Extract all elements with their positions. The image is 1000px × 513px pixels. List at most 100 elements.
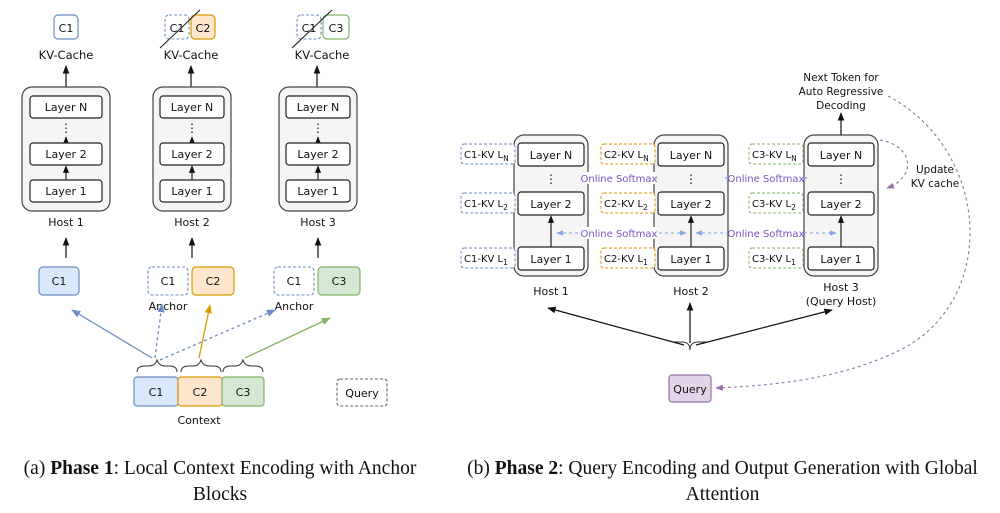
host-label: Host 1 — [533, 285, 569, 298]
phase1-host-3: C1 C3 KV-Cache Layer N ⋮ Layer 2 Layer 1… — [273, 9, 361, 313]
layer-1-label: Layer 1 — [670, 253, 711, 266]
layer-2-box — [807, 191, 875, 216]
layer-1-box — [657, 246, 725, 271]
layer-n-box — [807, 142, 875, 167]
anchor-chunk-c1 — [273, 266, 315, 296]
kv-block-label: C3-KV L2 — [752, 199, 796, 212]
input-chunk-label: C3 — [332, 275, 347, 288]
layer-n-box — [29, 95, 103, 119]
caption-prefix: (b) — [467, 458, 495, 479]
cache-chunk-c2 — [190, 14, 216, 40]
layer-2-label: Layer 2 — [820, 198, 861, 211]
phase2-host-2: Layer N ⋮ Layer 2 Layer 1 Host 2 C2-KV L… — [600, 134, 729, 298]
c2-to-host2-arrow — [198, 304, 212, 359]
update-kv-label-line1: Update — [916, 164, 954, 176]
softmax-label-bg — [582, 172, 656, 184]
layer-n-label: Layer N — [670, 149, 712, 162]
discard-strike — [291, 9, 333, 49]
kv-block-l1 — [600, 247, 656, 269]
phase1-host-1: C1 KV-Cache Layer N ⋮ Layer 2 Layer 1 Ho… — [21, 14, 111, 296]
cache-chunk-label: C1 — [170, 22, 185, 35]
input-chunk-label: C1 — [52, 275, 67, 288]
phase1-host-2: C1 C2 KV-Cache Layer N ⋮ Layer 2 Layer 1… — [147, 9, 235, 313]
kv-cache-label: KV-Cache — [39, 48, 94, 62]
query-host-label: (Query Host) — [806, 295, 877, 308]
cache-chunk-label: C2 — [196, 22, 211, 35]
layer-n-label: Layer N — [820, 149, 862, 162]
layer-1-label: Layer 1 — [171, 185, 212, 198]
next-token-feedback-arrow — [715, 95, 971, 391]
context-label: Context — [177, 414, 221, 427]
context-brace — [180, 358, 222, 373]
context-chunk-label: C2 — [193, 386, 208, 399]
layer-2-label: Layer 2 — [171, 148, 212, 161]
kv-cache-label: KV-Cache — [164, 48, 219, 62]
query-box — [336, 378, 388, 407]
host-label: Host 3 — [300, 216, 336, 229]
softmax-label: Online Softmax — [728, 174, 805, 185]
phase1-caption: (a) Phase 1: Local Context Encoding with… — [10, 456, 430, 508]
c1-anchor-to-host3-arrow — [159, 309, 276, 361]
query-label: Query — [673, 383, 707, 396]
kv-cache-label: KV-Cache — [295, 48, 350, 62]
layer-n-box — [159, 95, 225, 119]
layer-ellipsis: ⋮ — [685, 172, 697, 186]
kv-block-label: C2-KV L2 — [604, 199, 648, 212]
update-kv-label-line2: KV cache — [911, 178, 960, 190]
caption-bold: Phase 1 — [50, 458, 114, 479]
layer-n-box — [517, 142, 585, 167]
kv-block-l2 — [460, 192, 516, 214]
layer-n-label: Layer N — [171, 101, 213, 114]
layer-2-box — [657, 191, 725, 216]
layer-n-label: Layer N — [530, 149, 572, 162]
input-chunk-label: C2 — [206, 275, 221, 288]
next-token-label-line2: Auto Regressive — [799, 86, 884, 98]
query-to-host1-arrow — [547, 306, 685, 346]
kv-block-label: C3-KV LN — [752, 150, 797, 163]
query-brace — [689, 341, 706, 351]
cache-chunk-label: C3 — [329, 22, 344, 35]
layer-ellipsis: ⋮ — [60, 121, 72, 135]
input-chunk-c1 — [38, 266, 80, 296]
c3-to-host3-arrow — [244, 317, 331, 359]
phase2-host-3: Layer N ⋮ Layer 2 Layer 1 Host 3 (Query … — [748, 72, 960, 308]
cache-chunk-label: C1 — [302, 22, 317, 35]
phase2-panel: Layer N ⋮ Layer 2 Layer 1 Host 1 C1-KV L… — [460, 72, 971, 403]
anchor-chunk-label: C1 — [287, 275, 302, 288]
layer-2-label: Layer 2 — [297, 148, 338, 161]
cache-chunk-c1-anchor — [164, 14, 190, 40]
cache-chunk-c1-anchor — [296, 14, 322, 40]
query-box — [668, 374, 712, 403]
c1-to-host1-arrow — [71, 309, 153, 359]
kv-block-label: C1-KV LN — [464, 150, 509, 163]
host-label: Host 2 — [673, 285, 709, 298]
softmax-label: Online Softmax — [728, 229, 805, 240]
layer-1-label: Layer 1 — [45, 185, 86, 198]
kv-block-ln — [748, 143, 804, 165]
kv-block-ln — [600, 143, 656, 165]
kv-block-l1 — [748, 247, 804, 269]
softmax-label-bg — [582, 227, 656, 239]
next-token-label-line3: Decoding — [816, 100, 866, 112]
discard-strike — [159, 9, 201, 49]
layer-n-box — [285, 95, 351, 119]
kv-block-label: C1-KV L1 — [464, 254, 508, 267]
layer-2-label: Layer 2 — [670, 198, 711, 211]
phase1-panel: C1 KV-Cache Layer N ⋮ Layer 2 Layer 1 Ho… — [21, 9, 388, 427]
layer-n-label: Layer N — [45, 101, 87, 114]
context-chunk-label: C3 — [236, 386, 251, 399]
update-kv-arrow — [879, 139, 909, 189]
context-brace — [136, 358, 178, 373]
layer-1-box — [517, 246, 585, 271]
layer-2-label: Layer 2 — [45, 148, 86, 161]
anchor-chunk-label: C1 — [161, 275, 176, 288]
layer-1-label: Layer 1 — [297, 185, 338, 198]
kv-block-label: C2-KV L1 — [604, 254, 648, 267]
query-label: Query — [345, 387, 379, 400]
caption-bold: Phase 2 — [494, 458, 559, 479]
host-label: Host 3 — [823, 281, 859, 294]
caption-prefix: (a) — [23, 458, 51, 479]
phase2-host-1: Layer N ⋮ Layer 2 Layer 1 Host 1 C1-KV L… — [460, 134, 589, 298]
kv-block-label: C3-KV L1 — [752, 254, 796, 267]
layer-2-box — [517, 191, 585, 216]
